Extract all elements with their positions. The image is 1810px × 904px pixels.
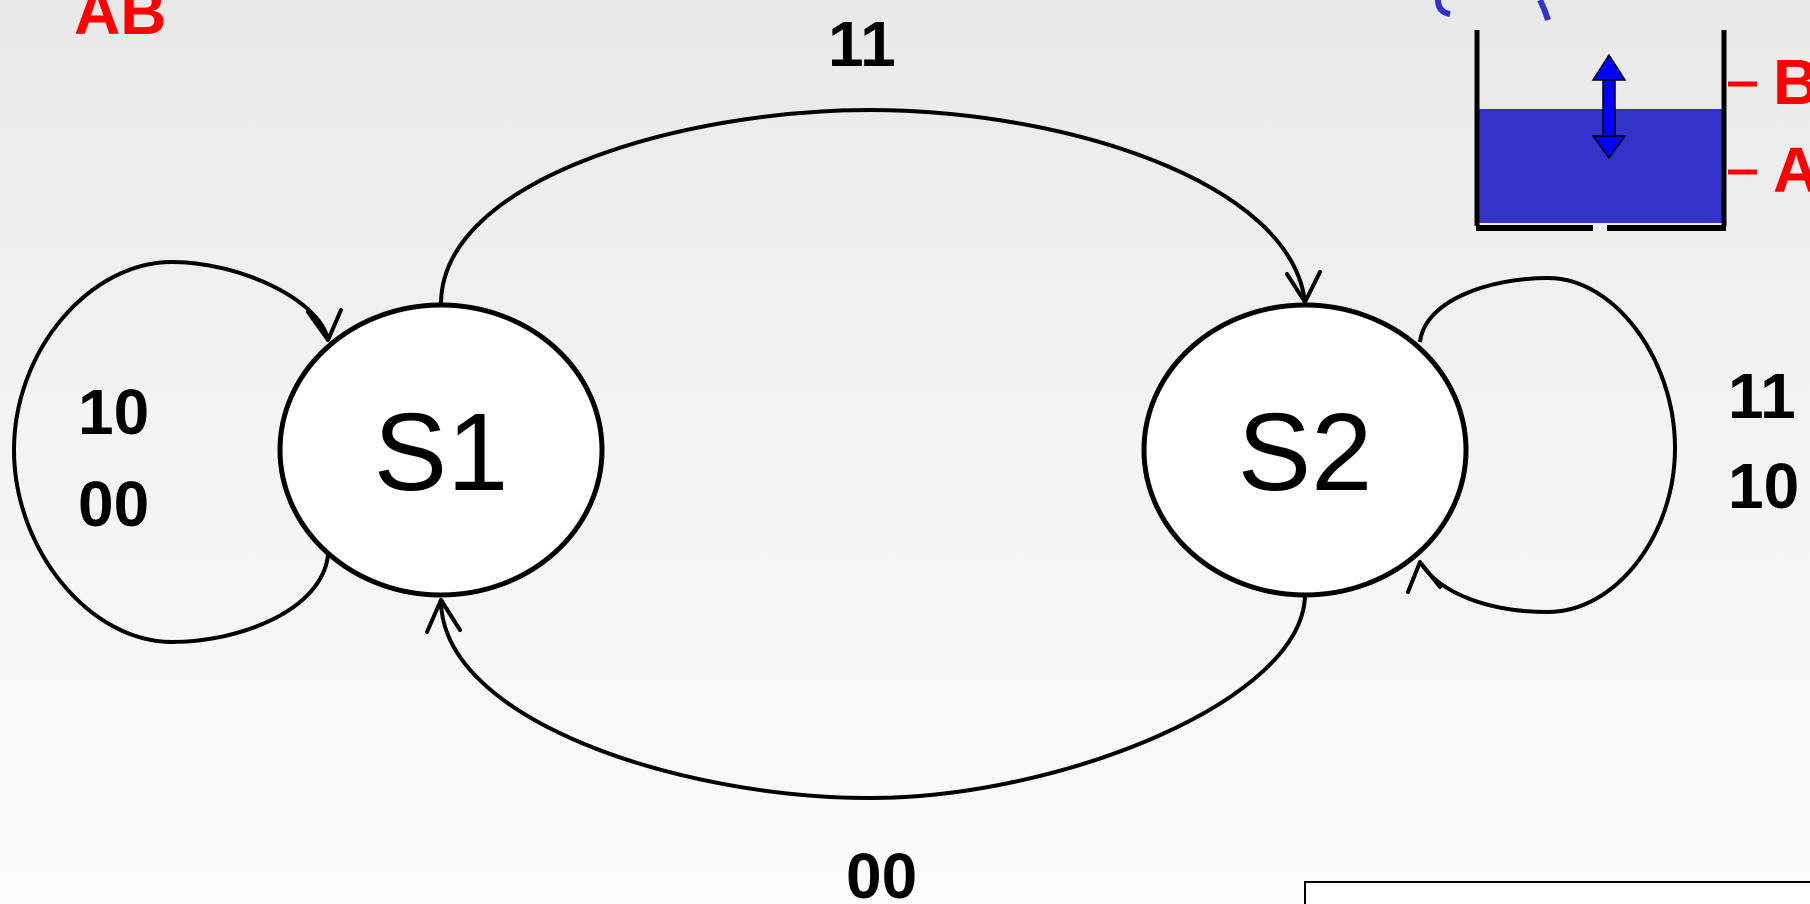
self-loop-s1-label-1: 10	[78, 376, 149, 448]
self-loop-s1	[11, 259, 330, 645]
self-loop-s2-label-1: 11	[1728, 360, 1796, 432]
arrowhead-s2-to-s1	[425, 598, 462, 634]
state-s1: S1	[277, 302, 605, 598]
state-s2-label: S2	[1238, 391, 1373, 514]
sensor-b-label: B	[1773, 46, 1810, 118]
water-fill	[1479, 109, 1724, 223]
arrowhead-self-loop-s2	[1406, 560, 1442, 594]
edge-s1-to-s2	[439, 107, 1307, 305]
arrowhead-s1-to-s2	[1285, 270, 1322, 304]
edge-label-s2-to-s1: 00	[846, 840, 917, 904]
edge-label-s1-to-s2: 11	[828, 8, 896, 80]
inflow-pipe-icon	[1435, 0, 1551, 21]
self-loop-s2-label-2: 10	[1728, 450, 1799, 522]
bottom-right-panel	[1304, 881, 1810, 904]
tank-illustration: B A	[1435, 0, 1810, 231]
level-change-arrow-icon	[1591, 53, 1627, 160]
state-s2: S2	[1141, 302, 1469, 598]
arrowhead-self-loop-s1	[306, 308, 343, 342]
state-s1-label: S1	[374, 391, 509, 514]
edge-s2-to-s1	[439, 593, 1307, 801]
self-loop-s1-label-2: 00	[78, 468, 149, 540]
sensor-a-label: A	[1773, 134, 1810, 206]
self-loop-s2	[1418, 275, 1678, 615]
input-variables-label: AB	[74, 0, 166, 48]
